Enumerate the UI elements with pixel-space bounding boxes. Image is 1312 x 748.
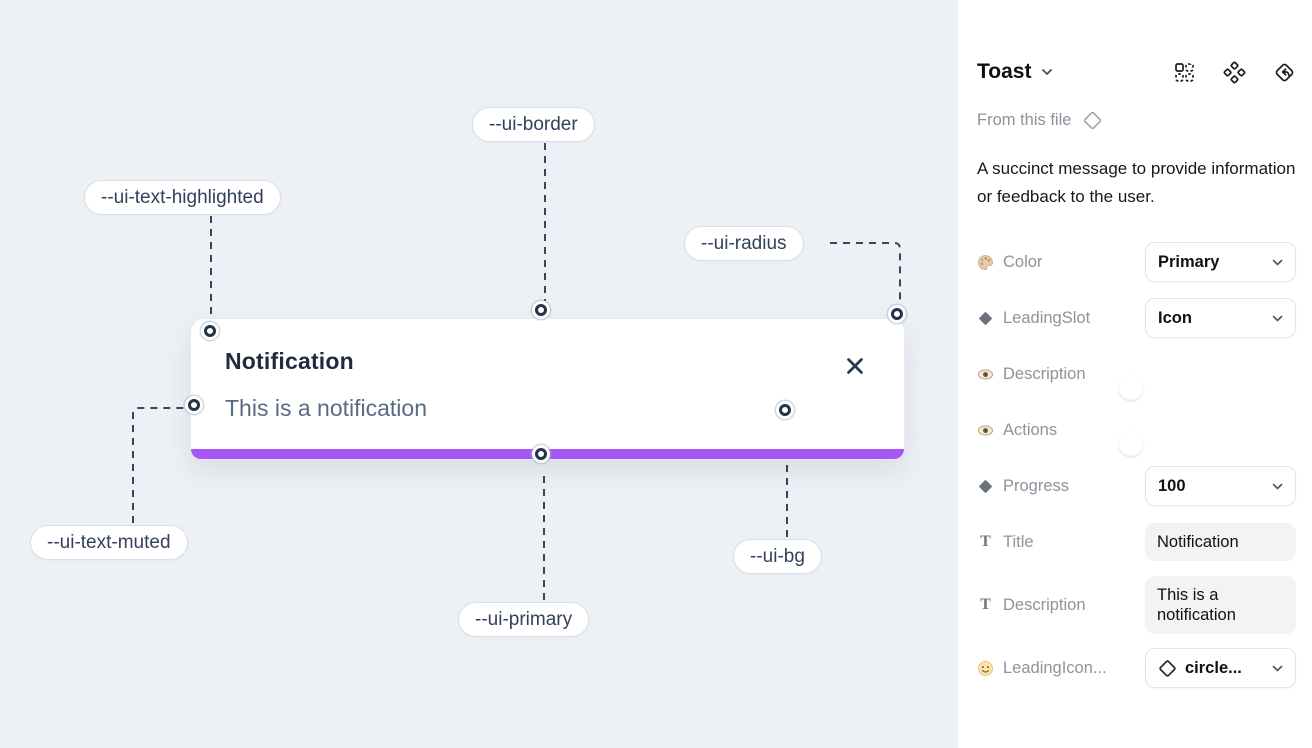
toggle-knob	[1119, 432, 1143, 456]
prop-row-color: Color Primary	[977, 241, 1296, 283]
prop-label-leadingicon: LeadingIcon...	[1003, 658, 1107, 677]
progress-select[interactable]: 100	[1145, 466, 1296, 506]
palette-icon	[977, 254, 994, 271]
toggle-knob	[1119, 376, 1143, 400]
panel-header: Toast	[977, 56, 1296, 88]
properties-panel: Toast	[958, 0, 1312, 748]
design-canvas[interactable]: Notification This is a notification --ui…	[0, 0, 958, 748]
chevron-down-icon[interactable]	[1041, 68, 1053, 76]
node-ui-text-muted	[188, 399, 200, 411]
wire-text-muted	[132, 407, 184, 523]
return-to-component-icon[interactable]	[1273, 61, 1296, 84]
chevron-down-icon	[1266, 665, 1283, 672]
chevron-down-icon	[1266, 483, 1283, 490]
var-label-ui-text-highlighted: --ui-text-highlighted	[84, 180, 281, 215]
toast-progress-bar	[191, 449, 904, 459]
color-select[interactable]: Primary	[1145, 242, 1296, 282]
prop-row-description-text: T Description This is a notification	[977, 576, 1296, 634]
property-list: Color Primary LeadingSlot	[977, 241, 1296, 689]
component-icon[interactable]	[1223, 61, 1246, 84]
var-label-ui-radius: --ui-radius	[684, 226, 804, 261]
prop-label-color: Color	[1003, 252, 1043, 271]
var-label-ui-bg: --ui-bg	[733, 539, 822, 574]
prop-label-title: Title	[1003, 532, 1034, 551]
node-ui-radius	[891, 308, 903, 320]
diamond-outline-icon	[1084, 111, 1102, 130]
prop-label-actions: Actions	[1003, 420, 1058, 439]
title-input[interactable]: Notification	[1145, 523, 1296, 561]
prop-row-actions-toggle: Actions	[977, 409, 1296, 456]
node-ui-bg	[779, 404, 791, 416]
smiley-icon	[977, 660, 994, 677]
component-title: Toast	[977, 60, 1032, 83]
diamond-outline-icon	[1158, 659, 1177, 678]
eye-icon	[977, 422, 994, 439]
leadingslot-select[interactable]: Icon	[1145, 298, 1296, 338]
prop-row-leadingicon: LeadingIcon... circle...	[977, 647, 1296, 689]
prop-label-progress: Progress	[1003, 476, 1070, 495]
prop-row-progress: Progress 100	[977, 465, 1296, 507]
prop-row-title: T Title Notification	[977, 521, 1296, 563]
chevron-down-icon	[1266, 315, 1283, 322]
node-ui-primary	[535, 448, 547, 460]
prop-label-description: Description	[1003, 364, 1086, 383]
diamond-icon	[977, 310, 994, 327]
description-input[interactable]: This is a notification	[1145, 576, 1296, 634]
source-label: From this file	[977, 111, 1072, 129]
component-description: A succinct message to provide informatio…	[977, 159, 1296, 206]
toast-component-preview[interactable]: Notification This is a notification	[190, 318, 905, 460]
var-label-ui-text-muted: --ui-text-muted	[30, 525, 188, 560]
text-icon: T	[980, 533, 991, 550]
toast-description: This is a notification	[225, 395, 427, 421]
node-ui-text-highlighted	[204, 325, 216, 337]
prop-label-leadingslot: LeadingSlot	[1003, 308, 1091, 327]
eye-icon	[977, 366, 994, 383]
close-icon[interactable]	[844, 355, 866, 377]
diamond-icon	[977, 478, 994, 495]
chevron-down-icon	[1266, 259, 1283, 266]
source-row: From this file	[977, 111, 1296, 130]
leadingicon-select[interactable]: circle...	[1145, 648, 1296, 688]
prop-label-description-text: Description	[1003, 595, 1086, 614]
text-icon: T	[980, 596, 991, 613]
instance-swap-icon[interactable]	[1173, 61, 1196, 84]
node-ui-border	[535, 304, 547, 316]
wire-radius	[830, 242, 901, 305]
var-label-ui-border: --ui-border	[472, 107, 595, 142]
toast-title: Notification	[225, 348, 354, 374]
prop-row-description-toggle: Description	[977, 353, 1296, 400]
prop-row-leadingslot: LeadingSlot Icon	[977, 297, 1296, 339]
var-label-ui-primary: --ui-primary	[458, 602, 590, 637]
